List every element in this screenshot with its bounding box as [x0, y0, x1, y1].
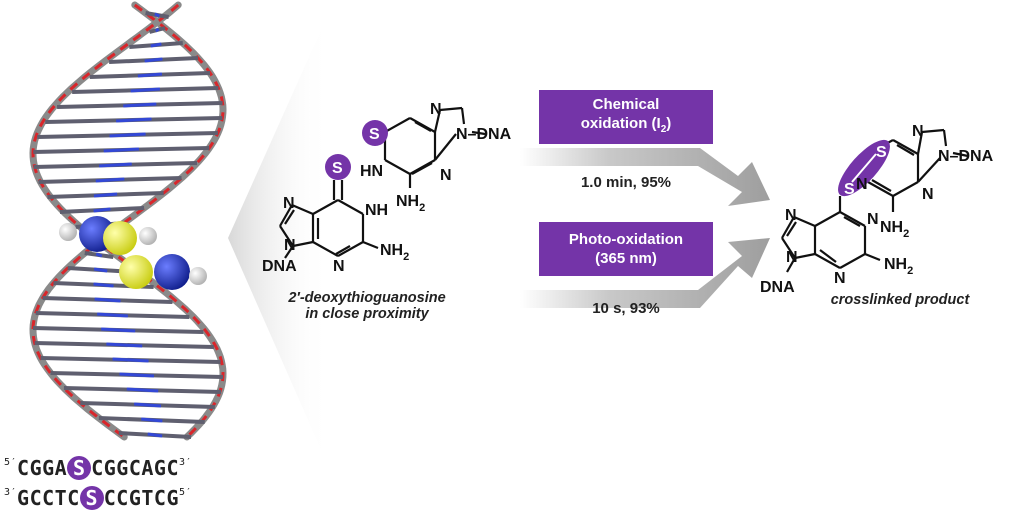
atom-N: N — [785, 207, 797, 224]
atom-N: N — [856, 176, 868, 193]
reactant-caption-line1: 2′-deoxythioguanosine — [288, 290, 446, 306]
photo-oxidation-line1: Photo-oxidation — [568, 231, 684, 248]
reactant-caption: 2′-deoxythioguanosine in close proximity — [262, 290, 472, 322]
seq-part: GCCTC — [17, 486, 80, 510]
atom-NH2: NH2 — [396, 193, 425, 214]
chemical-oxidation-box: Chemical oxidation (I2) — [539, 90, 713, 144]
atom-N: N — [912, 123, 924, 140]
atom-N: N — [333, 258, 345, 275]
atom-N: N — [440, 167, 452, 184]
atom-NDNA: N–DNA — [938, 148, 994, 165]
chemical-condition: 1.0 min, 95% — [580, 174, 672, 191]
thioguanosine-lower — [279, 180, 379, 259]
atom-DNA: DNA — [262, 258, 297, 275]
seq-part: CGGCAGC — [91, 456, 180, 480]
atom-N: N — [786, 249, 798, 266]
atom-N: N — [867, 211, 879, 228]
reactant-caption-line2: in close proximity — [305, 306, 429, 322]
atom-N: N — [283, 195, 295, 212]
atom-NH2: NH2 — [884, 256, 913, 277]
sulfur-badge — [362, 120, 388, 146]
three-prime-label: 3′ — [179, 457, 193, 468]
chemical-oxidation-arrow — [520, 148, 770, 206]
atom-NH: NH — [365, 202, 388, 219]
atom-S: S — [369, 126, 380, 143]
atom-NH2: NH2 — [880, 219, 909, 240]
seq-part: CGGA — [17, 456, 68, 480]
photo-oxidation-arrow — [520, 238, 770, 308]
atom-S: S — [876, 144, 887, 161]
atom-S: S — [332, 160, 343, 177]
photo-oxidation-box: Photo-oxidation (365 nm) — [539, 222, 713, 276]
product-caption: crosslinked product — [830, 292, 970, 308]
atom-DNA: DNA — [760, 279, 795, 296]
atom-N: N — [284, 237, 296, 254]
atom-NDNA: N–DNA — [456, 126, 512, 143]
photo-condition: 10 s, 93% — [592, 300, 660, 317]
chemical-oxidation-line1: Chemical — [592, 96, 660, 113]
atom-S: S — [844, 181, 855, 198]
atom-N: N — [430, 101, 442, 118]
zoom-fan — [228, 10, 330, 470]
dna-helix-model — [29, 1, 227, 441]
sulfur-badge — [325, 154, 351, 180]
thio-site: S — [79, 486, 104, 510]
three-prime-label: 3′ — [4, 487, 18, 498]
thioguanosine-upper — [368, 106, 486, 188]
photo-oxidation-line2: (365 nm) — [595, 250, 657, 267]
thio-site: S — [67, 456, 92, 480]
disulfide-bond — [851, 153, 877, 183]
five-prime-label: 5′ — [179, 487, 193, 498]
seq-part: CCGTCG — [103, 486, 180, 510]
atom-N: N — [922, 186, 934, 203]
chemical-oxidation-line2: oxidation (I2) — [580, 115, 672, 135]
atom-N: N — [834, 270, 846, 287]
five-prime-label: 5′ — [4, 457, 18, 468]
atom-NH2: NH2 — [380, 242, 409, 263]
atom-HN: HN — [360, 163, 383, 180]
